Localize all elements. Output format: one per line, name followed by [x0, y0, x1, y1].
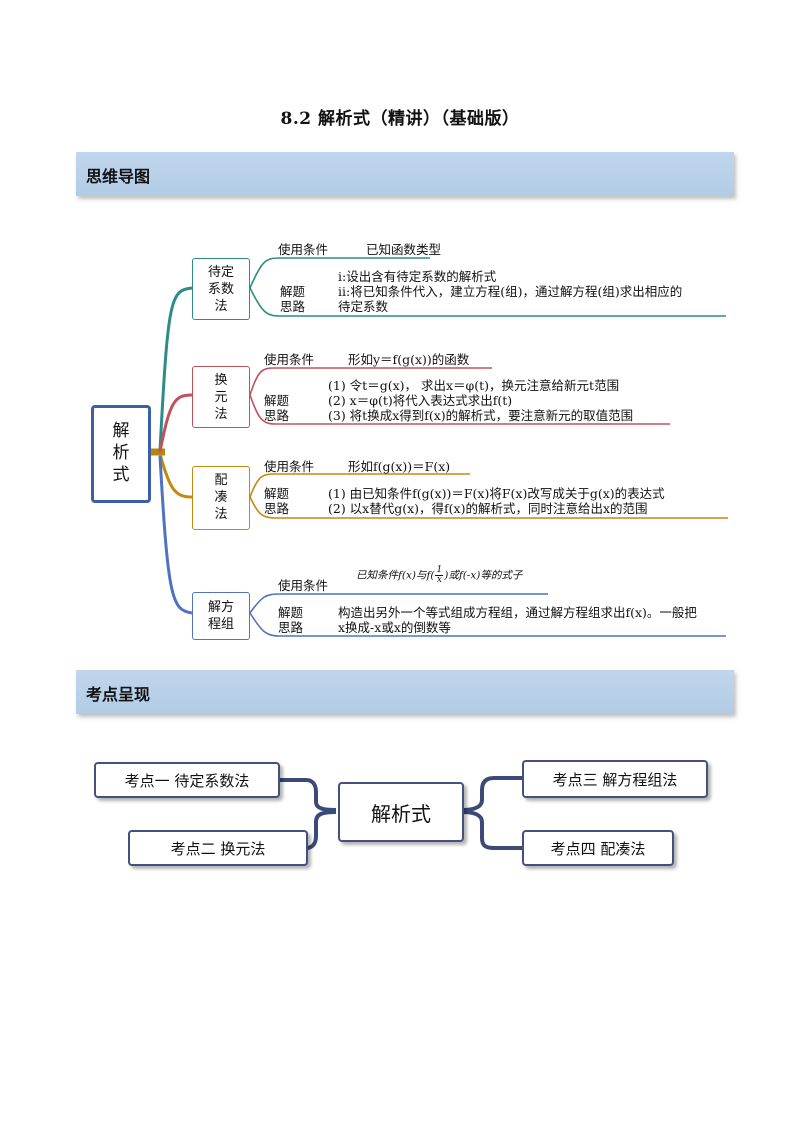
branch-2-step: (1) 令t＝g(x)， 求出x＝φ(t)，换元注意给新元t范围 [328, 378, 620, 393]
connector-branch-1 [158, 286, 193, 451]
branch-1-cond-label: 使用条件 [278, 242, 329, 257]
branch-label: 法 [214, 507, 228, 522]
branch-label: 系数 [207, 282, 234, 297]
branch-2-cond-label: 使用条件 [264, 352, 315, 367]
key-point-1: 考点一 待定系数法 [94, 762, 280, 798]
key-point-4: 考点四 配凑法 [522, 830, 674, 866]
connector-b2-method [249, 394, 670, 425]
fraction-numerator: 1 [435, 565, 444, 576]
branch-3-step: (1) 由已知条件f(g(x))＝F(x)将F(x)改写成关于g(x)的表达式 [328, 486, 665, 501]
branch-4-step: 构造出另外一个等式组成方程组，通过解方程组求出f(x)。一般把 [338, 605, 697, 620]
root-char: 式 [112, 465, 130, 485]
mind-map-root: 解 析 式 [91, 405, 151, 503]
branch-3-step: (2) 以x替代g(x)，得f(x)的解析式，同时注意给出x的范围 [328, 501, 648, 516]
fraction-denominator: x [436, 575, 442, 585]
branch-box-undetermined-coefficients: 待定 系数 法 [192, 258, 250, 320]
connector-b3-method [249, 496, 728, 519]
connector-kp-4 [461, 810, 522, 850]
branch-1-cond-text: 已知函数类型 [366, 242, 442, 257]
section-header-mind-map: 思维导图 [76, 152, 734, 196]
connector-branch-3 [158, 453, 193, 499]
branch-label: 法 [214, 299, 228, 314]
branch-2-cond-text: 形如y＝f(g(x))的函数 [348, 352, 470, 367]
branch-label: 配 [214, 473, 228, 488]
branch-4-step: x换成-x或x的倒数等 [338, 620, 451, 635]
connector-branch-4 [158, 455, 193, 615]
branch-4-method-label: 思路 [278, 620, 304, 635]
branch-label: 元 [214, 390, 228, 405]
root-char: 析 [112, 443, 130, 463]
connector-b4-cond [249, 593, 548, 614]
key-point-3: 考点三 解方程组法 [522, 760, 708, 798]
branch-3-cond-label: 使用条件 [264, 459, 315, 474]
branch-4-cond-label: 使用条件 [278, 578, 329, 593]
branch-label: 待定 [207, 265, 234, 280]
branch-1-method-label: 解题 [280, 284, 306, 299]
connector-b1-method [249, 287, 726, 317]
branch-1-method-label: 思路 [280, 299, 306, 314]
branch-1-step: 待定系数 [338, 299, 389, 314]
connector-b4-method [249, 612, 726, 637]
document-title: 8.2 解析式（精讲）（基础版） [280, 109, 520, 129]
branch-3-method-label: 思路 [264, 501, 290, 516]
connector-kp-2 [305, 810, 337, 850]
branch-box-substitution: 换 元 法 [192, 366, 250, 428]
root-char: 解 [112, 421, 130, 441]
branch-label: 法 [214, 407, 228, 422]
connector-b3-cond [249, 473, 470, 498]
branch-2-step: (2) x＝φ(t)将代入表达式求出f(t) [328, 393, 513, 408]
branch-2-method-label: 思路 [264, 408, 290, 423]
connector-branch-2 [158, 393, 193, 453]
key-points-center: 解析式 [338, 782, 464, 842]
branch-label: 解方 [207, 600, 234, 615]
branch-label: 换 [214, 373, 228, 388]
branch-1-step: i:设出含有待定系数的解析式 [338, 269, 497, 284]
branch-label: 凑 [214, 490, 228, 505]
connector-b2-cond [249, 367, 492, 396]
branch-box-matching: 配 凑 法 [192, 466, 250, 530]
cond-text-part: )或f(-x)等的式子 [444, 569, 523, 582]
connector-kp-3 [461, 776, 522, 812]
key-point-2: 考点二 换元法 [128, 830, 308, 866]
branch-box-system-of-equations: 解方 程组 [192, 592, 250, 640]
branch-3-cond-text: 形如f(g(x))＝F(x) [348, 459, 451, 474]
connector-b1-cond [249, 257, 430, 289]
cond-text-part: 已知条件f(x)与f( [356, 569, 435, 582]
section-title: 思维导图 [86, 167, 151, 186]
section-header-key-points: 考点呈现 [76, 670, 734, 714]
connector-kp-1 [278, 778, 337, 812]
branch-label: 程组 [207, 617, 234, 632]
branch-2-step: (3) 将t换成x得到f(x)的解析式，要注意新元的取值范围 [328, 408, 634, 423]
branch-1-step: ii:将已知条件代入，建立方程(组)，通过解方程(组)求出相应的 [338, 284, 683, 299]
branch-2-method-label: 解题 [264, 393, 290, 408]
branch-4-method-label: 解题 [278, 605, 304, 620]
section-title: 考点呈现 [86, 685, 151, 704]
branch-3-method-label: 解题 [264, 486, 290, 501]
